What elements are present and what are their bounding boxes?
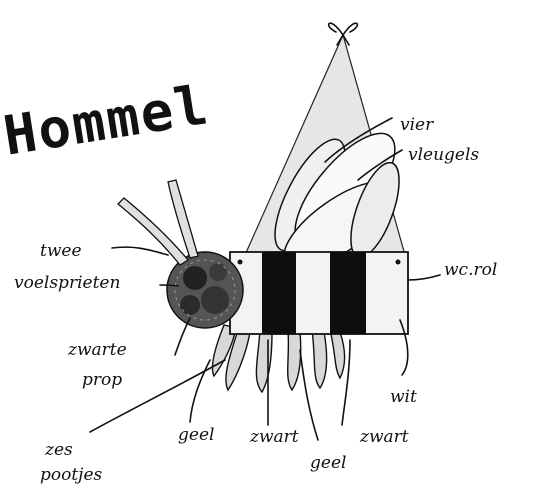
title: Hommel xyxy=(0,73,214,168)
label-zes: zes xyxy=(44,440,73,460)
label-zwart-left: zwart xyxy=(249,427,299,447)
label-wit: wit xyxy=(390,387,417,407)
label-zwart-right: zwart xyxy=(359,427,409,447)
label-twee: twee xyxy=(40,241,82,261)
label-pootjes: pootjes xyxy=(40,465,103,485)
label-prop: prop xyxy=(82,370,122,390)
label-zwarte: zwarte xyxy=(67,340,127,360)
label-vleugels: vleugels xyxy=(408,145,479,165)
label-voelsprieten: voelsprieten xyxy=(14,273,120,293)
legs xyxy=(212,325,344,392)
label-geel-left: geel xyxy=(178,425,214,445)
label-wc-rol: wc.rol xyxy=(444,260,497,280)
label-vier: vier xyxy=(400,115,434,135)
label-geel-bottom: geel xyxy=(310,453,346,473)
toilet-roll-body xyxy=(230,252,408,334)
